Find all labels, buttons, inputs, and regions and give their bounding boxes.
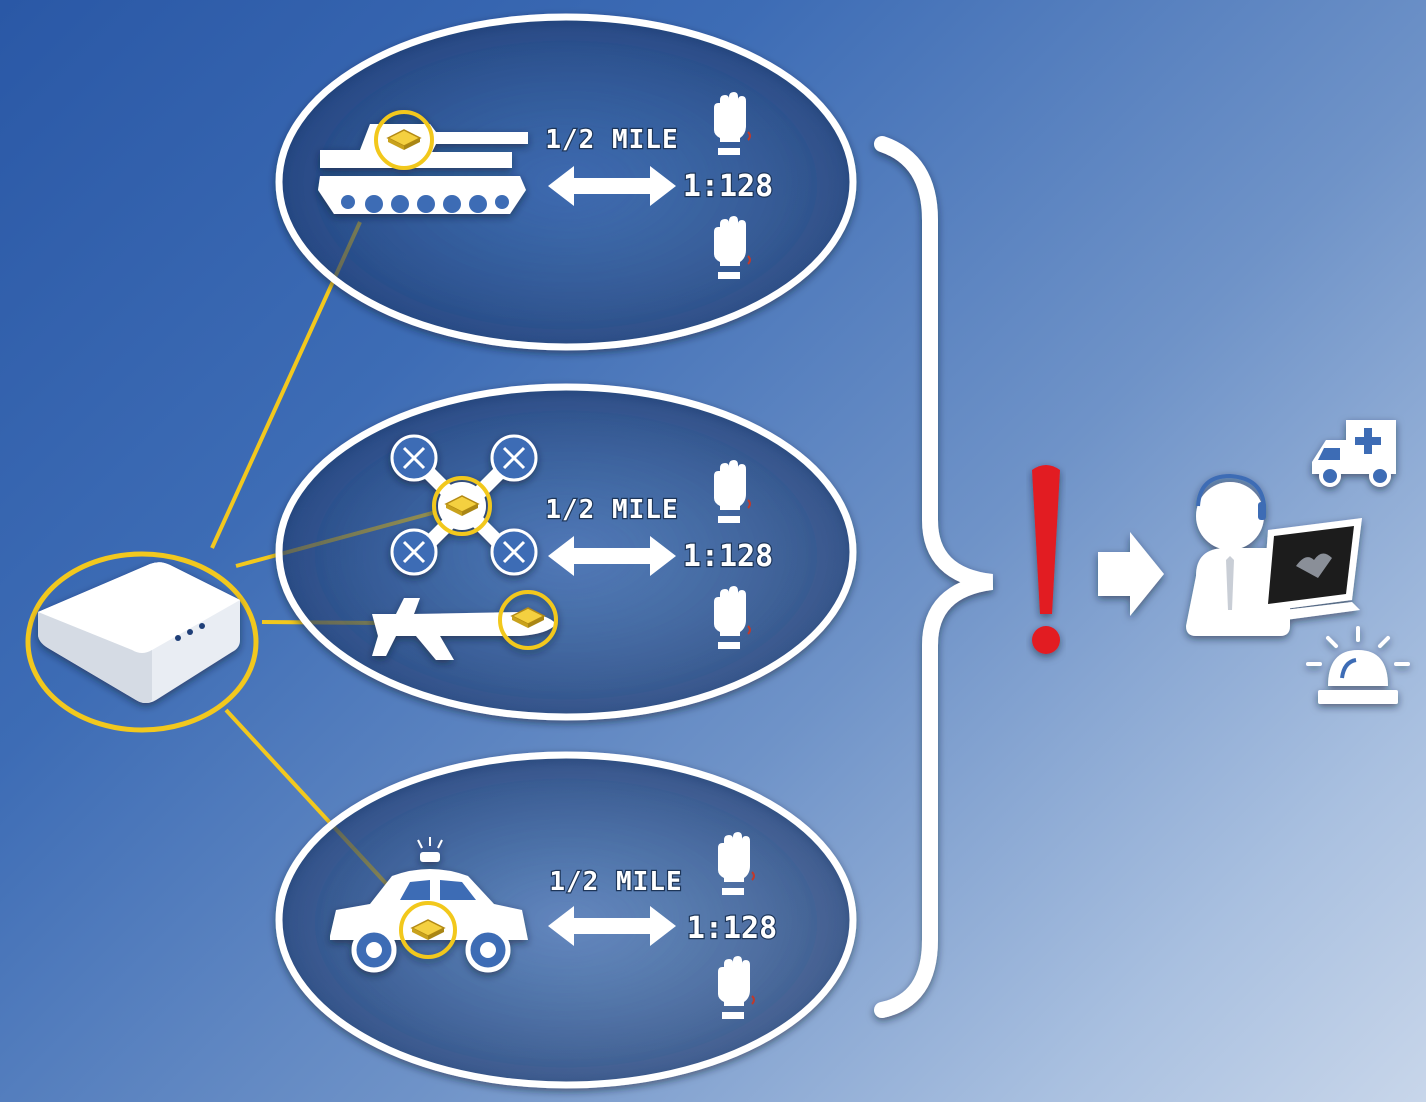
ratio-label: 1:128: [683, 169, 773, 204]
distance-label: 1/2 MILE: [549, 867, 682, 897]
police-car-icon: [330, 837, 528, 973]
operator-laptop-icon: [1186, 473, 1362, 636]
siren-icon: [1306, 626, 1410, 704]
right-arrow-icon: [1098, 532, 1164, 616]
exclamation-icon: [1032, 465, 1060, 654]
distance-label: 1/2 MILE: [545, 495, 678, 525]
distance-label: 1/2 MILE: [545, 125, 678, 155]
ambulance-icon: [1312, 420, 1396, 487]
link-air: 1/2 MILE 1:128: [544, 459, 774, 650]
plane-icon: [372, 590, 558, 660]
tank-icon: [318, 110, 528, 214]
link-tank: 1/2 MILE 1:128: [544, 91, 774, 280]
link-police: 1/2 MILE 1:128: [548, 831, 778, 1020]
gateway-hub-icon: [25, 551, 259, 733]
brace-icon: [874, 136, 994, 1018]
ratio-label: 1:128: [683, 539, 773, 574]
ratio-label: 1:128: [687, 911, 777, 946]
drone-icon: [390, 434, 538, 576]
